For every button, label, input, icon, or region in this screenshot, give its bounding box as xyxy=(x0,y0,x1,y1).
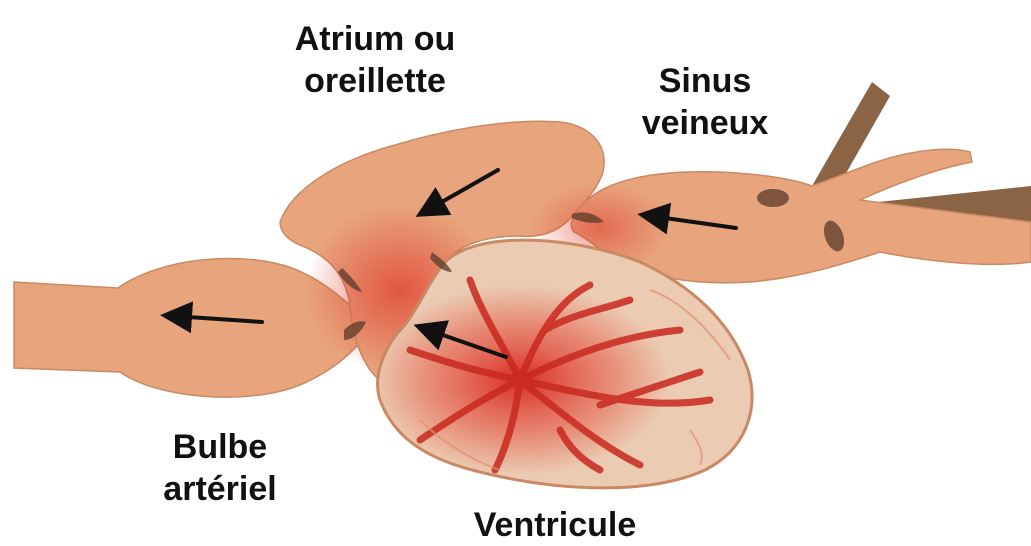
label-bulbe: Bulbe artériel xyxy=(120,426,320,510)
sinus-spot-upper xyxy=(757,189,789,207)
label-sinus-line1: Sinus xyxy=(605,60,805,102)
label-atrium-line1: Atrium ou xyxy=(255,18,495,60)
label-bulbe-line2: artériel xyxy=(120,468,320,510)
label-ventricule: Ventricule xyxy=(430,504,680,546)
label-atrium: Atrium ou oreillette xyxy=(255,18,495,102)
label-bulbe-line1: Bulbe xyxy=(120,426,320,468)
label-sinus: Sinus veineux xyxy=(605,60,805,144)
label-atrium-line2: oreillette xyxy=(255,60,495,102)
label-sinus-line2: veineux xyxy=(605,102,805,144)
